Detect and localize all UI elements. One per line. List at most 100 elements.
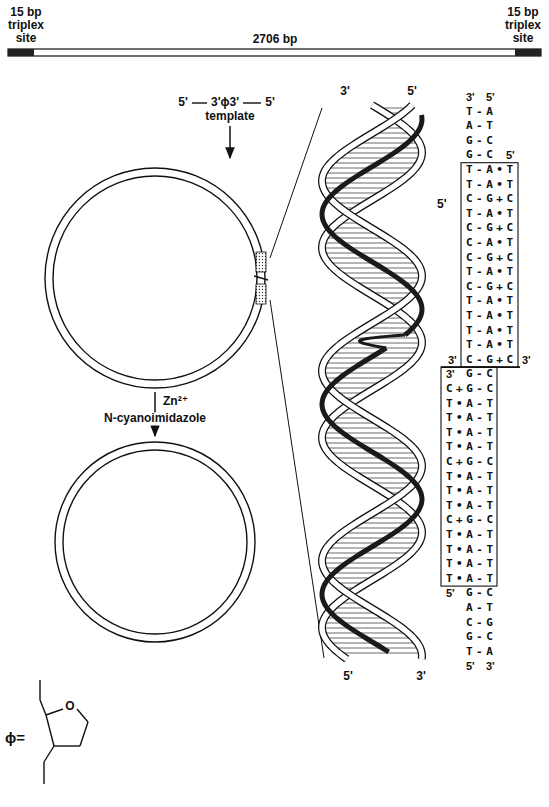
strand-end: 5': [446, 587, 455, 599]
base-pair: A-T: [466, 120, 496, 132]
strand-end: 5': [342, 670, 354, 683]
step-arrow: [229, 126, 231, 158]
base-triple: T•A-T: [446, 471, 497, 483]
base-triple: C-G+C: [466, 354, 517, 366]
backbone-ribbon: [322, 105, 422, 659]
base-pair-rung: [333, 268, 420, 269]
base-triple: T•A-T: [446, 573, 497, 585]
base-pair-rung: [333, 648, 420, 649]
base-triple: T-A•T: [466, 325, 517, 337]
base-pair-rung: [323, 633, 408, 634]
base-pair-rung: [322, 438, 402, 439]
base-pair-rung: [333, 458, 420, 459]
template-label: template: [204, 110, 255, 123]
backbone-outline: [322, 105, 422, 659]
backbone-outline: [322, 105, 422, 659]
base-pair: G-C: [466, 631, 496, 643]
base-triple: T-A•T: [466, 310, 517, 322]
base-pair: T-A: [466, 646, 496, 658]
third-strand: [322, 115, 422, 335]
strand-end: 3': [446, 368, 455, 380]
base-triple: T•A-T: [446, 544, 497, 556]
base-triple: T-A•T: [466, 295, 517, 307]
base-triple: C-G+C: [466, 252, 517, 264]
base-pair-rung: [339, 653, 422, 654]
base-pair-rung: [322, 368, 405, 369]
base-pair: A-T: [466, 602, 496, 614]
base-pair-rung: [339, 463, 422, 464]
closed-circle: [55, 442, 255, 642]
third-strand-link: [359, 335, 404, 348]
base-pair-rung: [324, 173, 411, 174]
triplex-boxes: [441, 163, 520, 586]
strand-end: 5': [486, 91, 495, 103]
linear-dna-bar: [8, 49, 541, 56]
base-triple: T-A•T: [466, 266, 517, 278]
base-pair-rung: [353, 283, 421, 284]
symbol-definition: ϕ=: [4, 730, 26, 747]
reagent-label: Zn²⁺: [162, 395, 189, 408]
base-pair: T-A: [466, 106, 496, 118]
base-triple: T•A-T: [446, 412, 497, 424]
base-triple: T•A-T: [446, 398, 497, 410]
strand-end: 5': [436, 198, 448, 211]
base-pair-rung: [353, 473, 421, 474]
base-pair-rung: [323, 623, 396, 624]
leader-lines: [270, 108, 324, 658]
nicked-circle: [45, 168, 265, 388]
base-triple: T-A•T: [466, 164, 517, 176]
base-pair-rung: [322, 183, 399, 184]
base-pair-rung: [323, 443, 408, 444]
atom-label: O: [64, 700, 75, 713]
base-pair-rung: [324, 553, 411, 554]
base-triple: T-A•T: [466, 179, 517, 191]
base-pair-rung: [322, 178, 405, 179]
base-pair: G-C: [466, 587, 496, 599]
base-triple: C+G-C: [446, 456, 497, 468]
base-pair-rung: [345, 468, 422, 469]
base-pair-rung: [323, 568, 391, 569]
base-pair-rung: [339, 273, 422, 274]
base-pair-rung: [322, 248, 402, 249]
backbone-ribbon: [322, 105, 422, 659]
triple-helix: [322, 105, 422, 659]
strand-end: 3': [448, 354, 457, 366]
base-pair-rung: [323, 433, 396, 434]
base-triple: C+G-C: [446, 514, 497, 526]
strand-end: 3': [339, 85, 351, 98]
base-pair-rung: [323, 253, 408, 254]
base-pair: G-C: [466, 135, 496, 147]
base-pair: G-C: [466, 149, 496, 161]
strand-end: 5': [466, 660, 475, 672]
base-triple: T•A-T: [446, 529, 497, 541]
third-strand: [322, 348, 422, 652]
base-triple: T•A-T: [446, 485, 497, 497]
base-pair-rung: [342, 153, 422, 154]
strand-end: 3': [522, 354, 531, 366]
base-triple: C-G+C: [466, 222, 517, 234]
base-pair: G-C: [466, 368, 496, 380]
base-pair-rung: [336, 538, 421, 539]
base-pair-rung: [349, 148, 422, 149]
length-label: 2706 bp: [252, 33, 299, 46]
base-pair: C-G: [466, 617, 496, 629]
strand-end: 5': [406, 85, 418, 98]
base-pair-rung: [342, 343, 422, 344]
strand-end: 5': [506, 149, 515, 161]
base-pair-rung: [322, 628, 402, 629]
base-pair-rung: [349, 528, 422, 529]
base-triple: C-G+C: [466, 281, 517, 293]
base-pair-rung: [323, 378, 391, 379]
base-triple: C-A•T: [466, 237, 517, 249]
base-triple: T•A-T: [446, 558, 497, 570]
base-pair-rung: [323, 243, 396, 244]
strand-end: 5': [177, 96, 189, 109]
base-triple: C-G+C: [466, 193, 517, 205]
base-pair-rung: [345, 278, 422, 279]
base-pair-rung: [322, 563, 399, 564]
abasic-sugar-structure: [40, 680, 88, 784]
base-pair-rung: [322, 558, 405, 559]
strand-end: 5': [264, 96, 276, 109]
base-pair-rung: [323, 188, 391, 189]
